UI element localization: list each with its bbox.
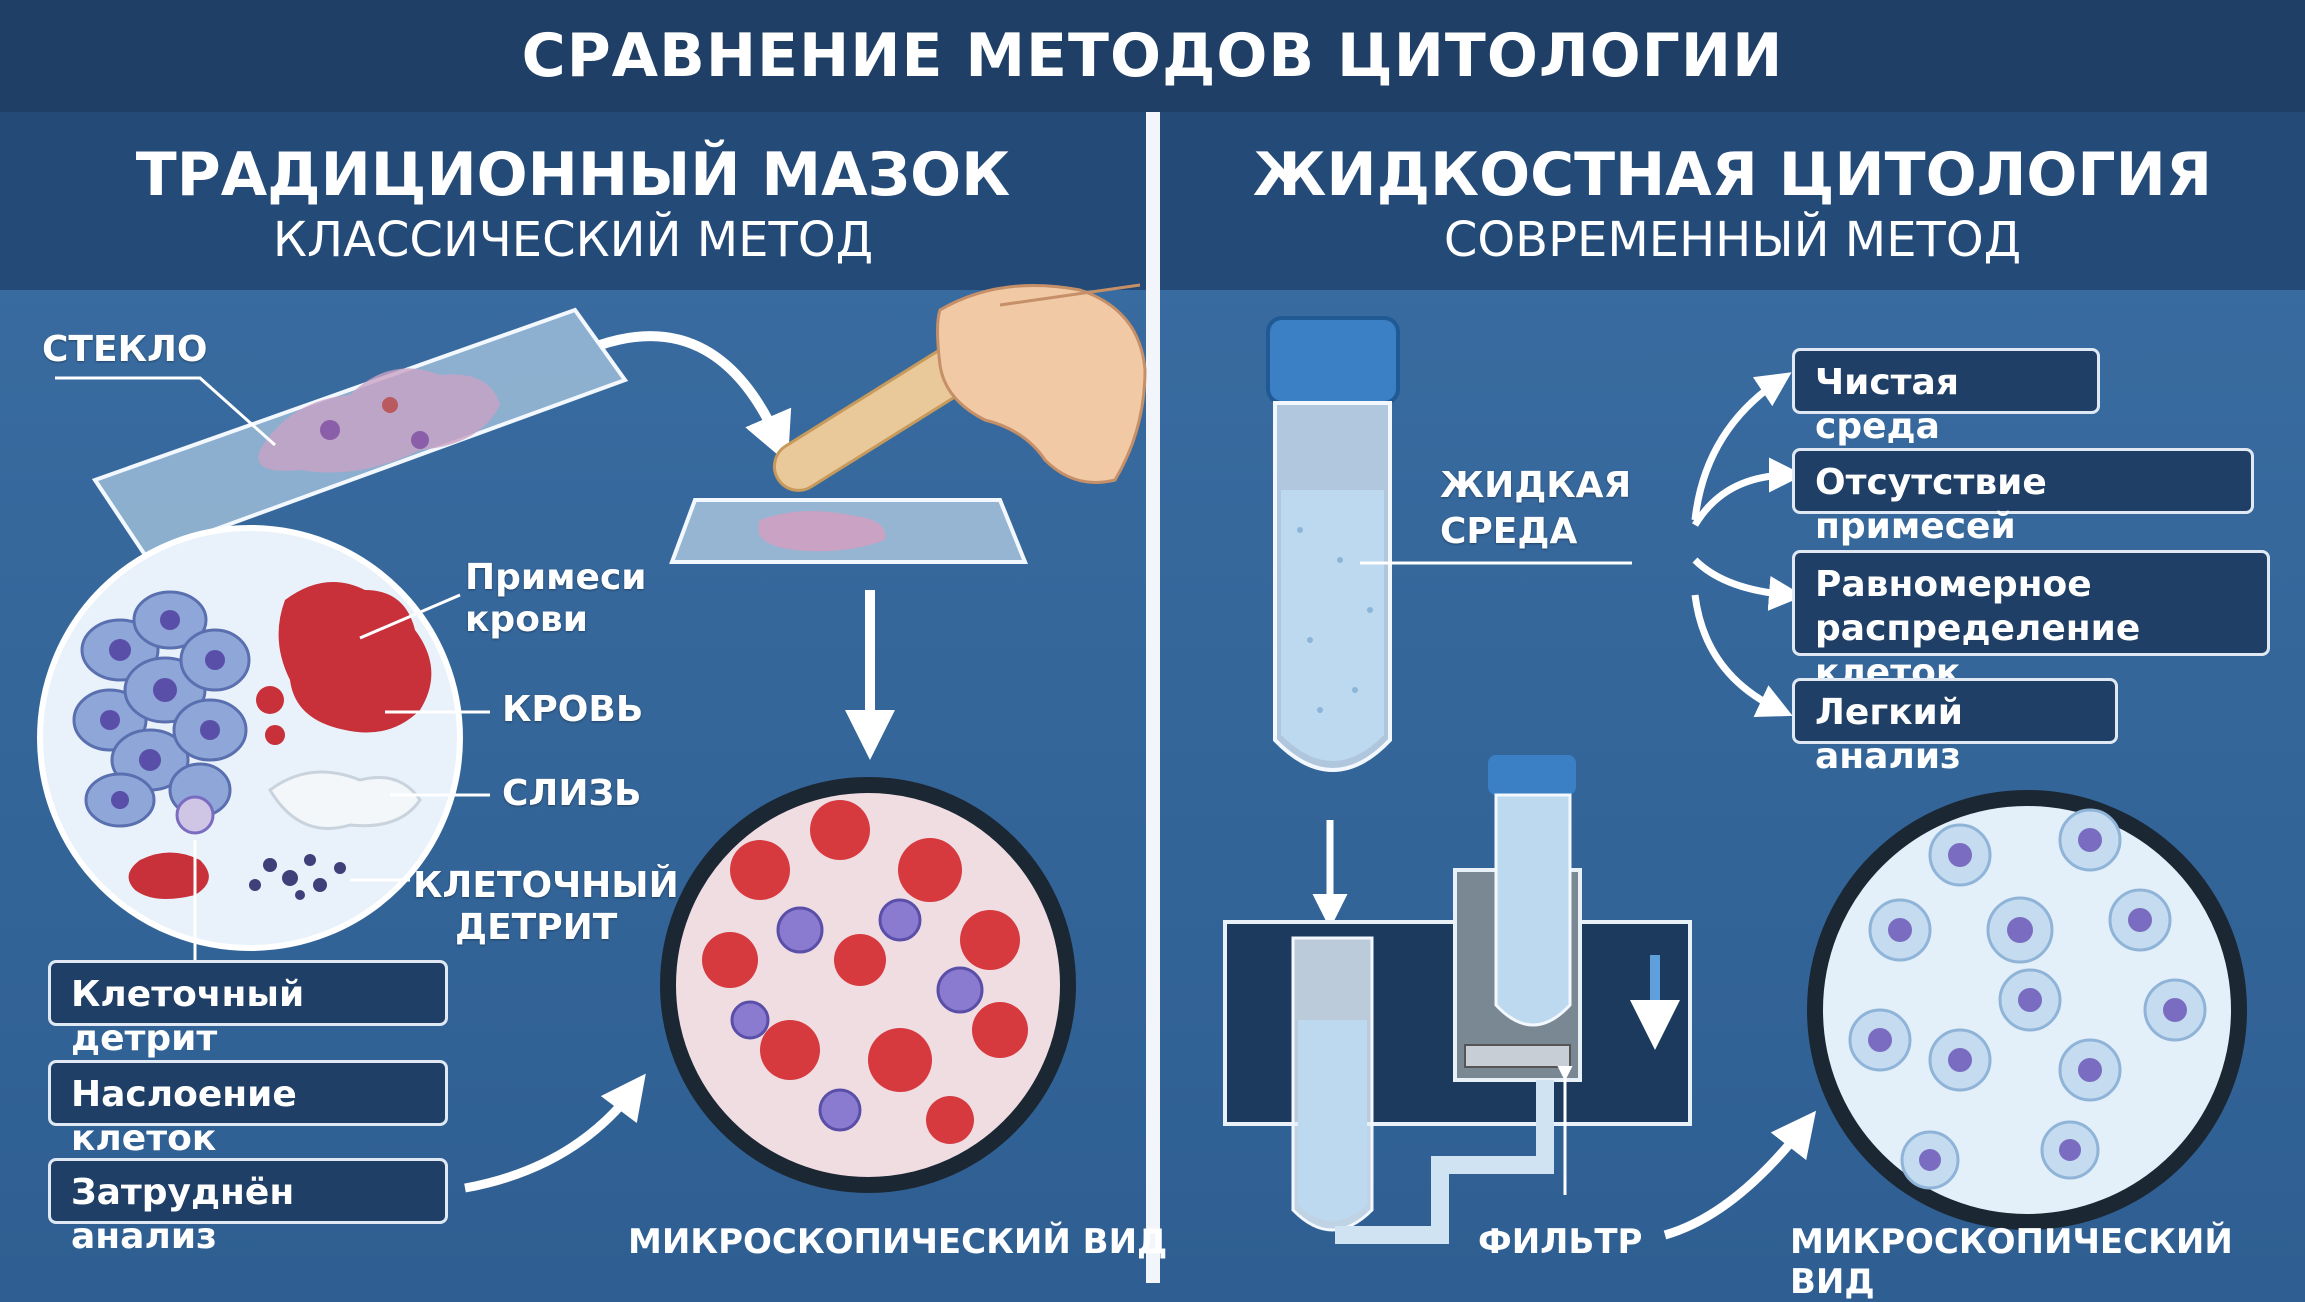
liquid-label-line2: СРЕДА <box>1440 511 1578 552</box>
right-micro-view-label: МИКРОСКОПИЧЕСКИЙ ВИД <box>1790 1222 2233 1302</box>
left-heading: ТРАДИЦИОННЫЙ МАЗОК <box>135 140 1011 210</box>
benefit-clean-medium: Чистая среда <box>1792 348 2100 447</box>
blood-admix-label-line2: крови <box>465 599 588 640</box>
right-heading: ЖИДКОСТНАЯ ЦИТОЛОГИЯ <box>1252 140 2213 210</box>
debris-label-line2: ДЕТРИТ <box>455 907 618 948</box>
right-subheading: СОВРЕМЕННЫЙ МЕТОД <box>1443 212 2022 268</box>
debris-label-line1: КЛЕТОЧНЫЙ <box>413 865 679 906</box>
blood-label: КРОВЬ <box>502 689 644 730</box>
benefit-no-impurities: Отсутствие примесей <box>1792 448 2254 547</box>
left-micro-view-label: МИКРОСКОПИЧЕСКИЙ ВИД <box>628 1222 1168 1262</box>
issue-box-difficult: Затруднён анализ <box>48 1158 448 1257</box>
issue-box-debris: Клеточный детрит <box>48 960 448 1059</box>
page-title: СРАВНЕНИЕ МЕТОДОВ ЦИТОЛОГИИ <box>0 0 2305 112</box>
liquid-label-line1: ЖИДКАЯ <box>1440 465 1632 506</box>
blood-admix-label-line1: Примеси <box>465 557 647 598</box>
mucus-label: СЛИЗЬ <box>502 773 642 814</box>
left-panel-header <box>0 112 1146 290</box>
filter-label: ФИЛЬТР <box>1478 1222 1643 1262</box>
glass-label: СТЕКЛО <box>42 329 208 370</box>
left-subheading: КЛАССИЧЕСКИЙ МЕТОД <box>272 212 874 268</box>
benefit-even-distribution: Равномерное распределение клеток <box>1792 550 2270 693</box>
panel-divider <box>1146 112 1160 1283</box>
right-panel-header <box>1160 112 2305 290</box>
benefit-easy-analysis: Легкий анализ <box>1792 678 2118 777</box>
issue-box-overlap: Наслоение клеток <box>48 1060 448 1159</box>
benefit-even-line1: Равномерное <box>1815 564 2092 605</box>
